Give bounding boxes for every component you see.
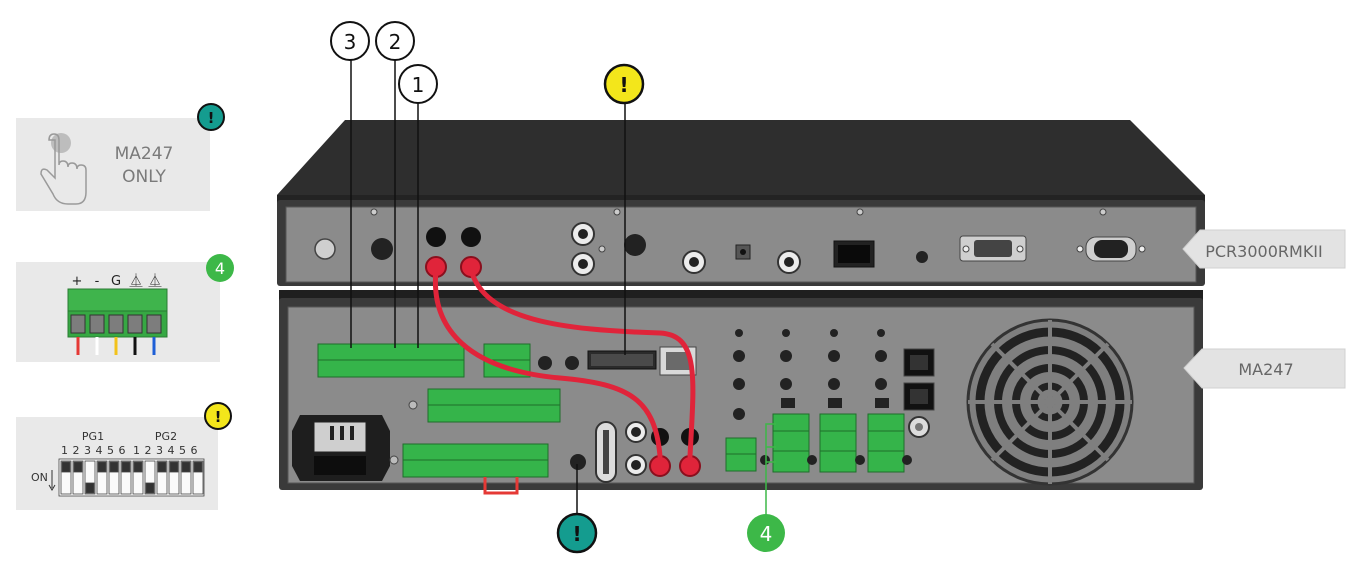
jumper-link xyxy=(483,477,519,495)
ma247-only-line1: MA247 xyxy=(115,144,174,164)
speaker-cables xyxy=(432,267,696,459)
terminal-label-contact-1: ⏅ xyxy=(129,273,142,289)
terminal-label-minus: - xyxy=(95,274,100,289)
bottom-device-label: MA247 xyxy=(1238,360,1293,379)
callout-1-text: 1 xyxy=(412,73,425,97)
callout-4 xyxy=(747,514,785,552)
terminal-block-icon xyxy=(67,288,168,355)
device-pcr3000rmkii: PCR3000RMKII xyxy=(277,120,1346,286)
callout-warning-top xyxy=(603,63,645,105)
dip-group1-label: PG1 xyxy=(82,430,104,443)
dip-on-arrow-icon xyxy=(48,470,56,491)
callout-warning-bottom-text: ! xyxy=(572,522,581,546)
panel-terminal: + - G ⏅ ⏅ 4 xyxy=(16,254,234,362)
callout-1 xyxy=(398,64,438,104)
green-number-badge-text: 4 xyxy=(215,259,225,278)
callout-2 xyxy=(375,21,415,61)
device-ma247: MA247 xyxy=(279,290,1346,495)
terminal-label-g: G xyxy=(111,274,121,289)
terminal-block-dividers xyxy=(318,359,904,461)
callouts: 3 2 1 ! ! 4 xyxy=(330,21,785,554)
callout-3 xyxy=(330,21,370,61)
teal-warning-badge xyxy=(197,103,225,131)
ma247-controls xyxy=(389,329,935,483)
terminal-label-contact-2: ⏅ xyxy=(148,273,161,289)
ma247-only-line2: ONLY xyxy=(122,167,166,187)
callout-4-text: 4 xyxy=(760,522,773,546)
panel-dip-switch: PG1 PG2 1 2 3 4 5 6 1 2 3 4 5 6 ON ! xyxy=(16,402,232,510)
callout-3-text: 3 xyxy=(344,30,357,54)
callout-2-text: 2 xyxy=(389,30,402,54)
touch-hand-icon xyxy=(40,133,87,205)
callout-warning-bottom xyxy=(556,512,598,554)
green-number-badge xyxy=(206,254,234,282)
dip-group2-label: PG2 xyxy=(155,430,177,443)
fan-grille xyxy=(966,318,1134,486)
terminal-label-plus: + xyxy=(72,274,83,289)
panel-ma247-only: MA247 ONLY ! xyxy=(16,103,225,211)
top-device-controls xyxy=(314,208,1146,278)
dip-group1-numbers: 1 2 3 4 5 6 xyxy=(61,444,126,457)
dip-on-label: ON xyxy=(31,471,48,484)
top-device-label: PCR3000RMKII xyxy=(1205,242,1323,261)
yellow-warning-badge-text: ! xyxy=(215,408,222,426)
yellow-warning-badge xyxy=(204,402,232,430)
dip-switch-block xyxy=(58,458,205,497)
teal-warning-badge-text: ! xyxy=(208,109,215,127)
ma247-dip-switch xyxy=(587,346,697,376)
callout-warning-top-text: ! xyxy=(619,73,628,97)
dip-group2-numbers: 1 2 3 4 5 6 xyxy=(133,444,198,457)
power-inlet xyxy=(292,415,390,481)
